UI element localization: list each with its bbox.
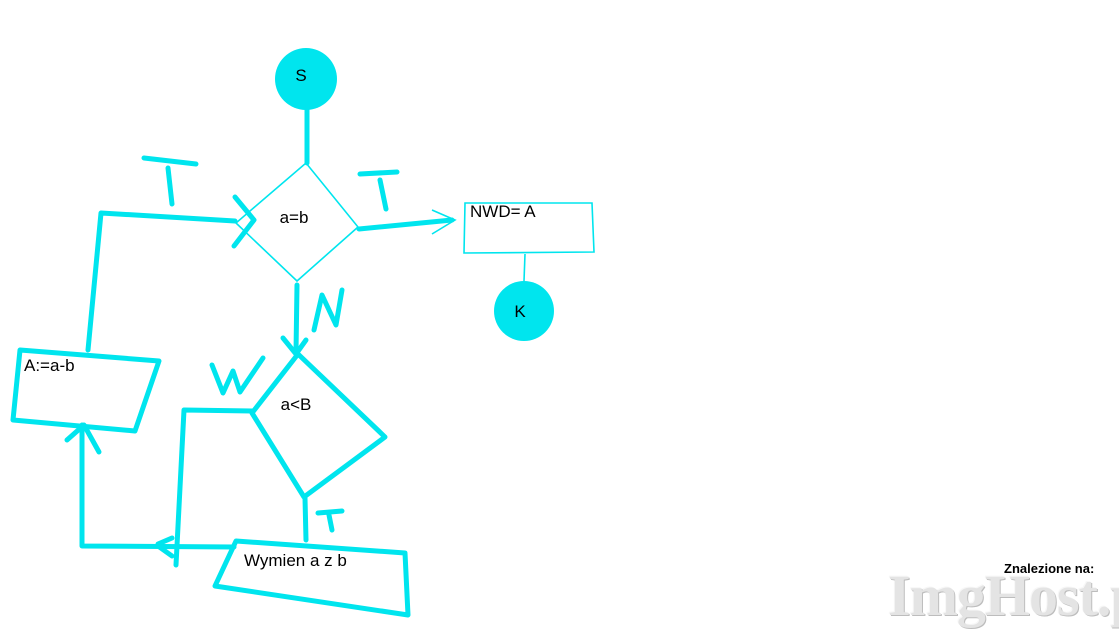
arrowhead-swap-left [155,535,175,559]
watermark-caption: Znalezione na: [1004,561,1095,576]
arrowhead-cond1-true [431,209,457,235]
edge-label-cond2-false: N [209,355,266,396]
start-node [275,48,337,110]
arrowhead-loop-to-cond1 [231,194,257,249]
condition-a-less-b [249,351,388,500]
condition-a-equals-b [234,161,360,283]
edge-cond2-true [302,495,309,543]
subtract-box-label: A:=a-b [24,356,75,375]
watermark-logo: ImgHost.pl [888,563,1119,628]
edge-loop-to-cond1 [85,210,238,353]
edge-swap-to-subtract [79,422,237,550]
result-box-label: NWD= A [470,202,536,221]
edge-cond1-true [356,217,455,232]
edge-cond2-false [173,407,255,568]
start-node-label: S [295,66,306,85]
condition-a-equals-b-label: a=b [280,208,309,227]
swap-box [212,538,411,618]
edge-label-cond2-true: T [315,508,345,533]
result-box [463,202,595,254]
edge-label-cond1-true: T [357,169,400,212]
swap-box-label: Wymien a z b [244,551,347,570]
condition-a-less-b-label: a<B [281,395,312,414]
end-node [494,281,554,341]
subtract-box [10,347,162,434]
end-node-label: K [514,302,526,321]
edge-cond1-false [293,282,300,355]
edge-result-to-end [523,253,526,282]
edge-label-cond1-false: N [311,287,345,333]
edge-label-loop-top: T [141,155,199,207]
